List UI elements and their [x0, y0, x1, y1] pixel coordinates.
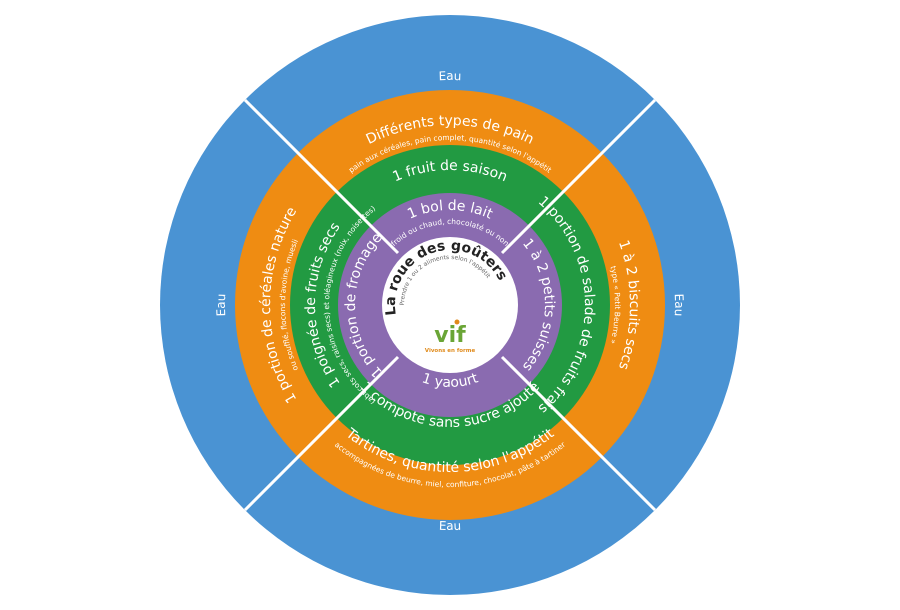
water-label-right: Eau [672, 293, 686, 316]
water-label-bottom: Eau [439, 519, 462, 533]
wheel-dividers [243, 98, 657, 512]
center-disc [382, 237, 518, 373]
logo-dot-icon [454, 319, 460, 325]
water-label-top: Eau [438, 69, 461, 83]
orange-right-sublabel: type « Petit Beurre » [608, 265, 622, 345]
vif-logo-text: Vivons en forme [425, 348, 476, 354]
divider-top-right [500, 98, 657, 255]
water-label-left: Eau [214, 293, 228, 316]
divider-top-left [243, 98, 400, 255]
divider-bottom-left [243, 355, 400, 512]
purple-bottom-label: 1 yaourt [420, 370, 481, 391]
vif-logo-mark: vif [434, 323, 466, 348]
divider-bottom-right [500, 355, 657, 512]
